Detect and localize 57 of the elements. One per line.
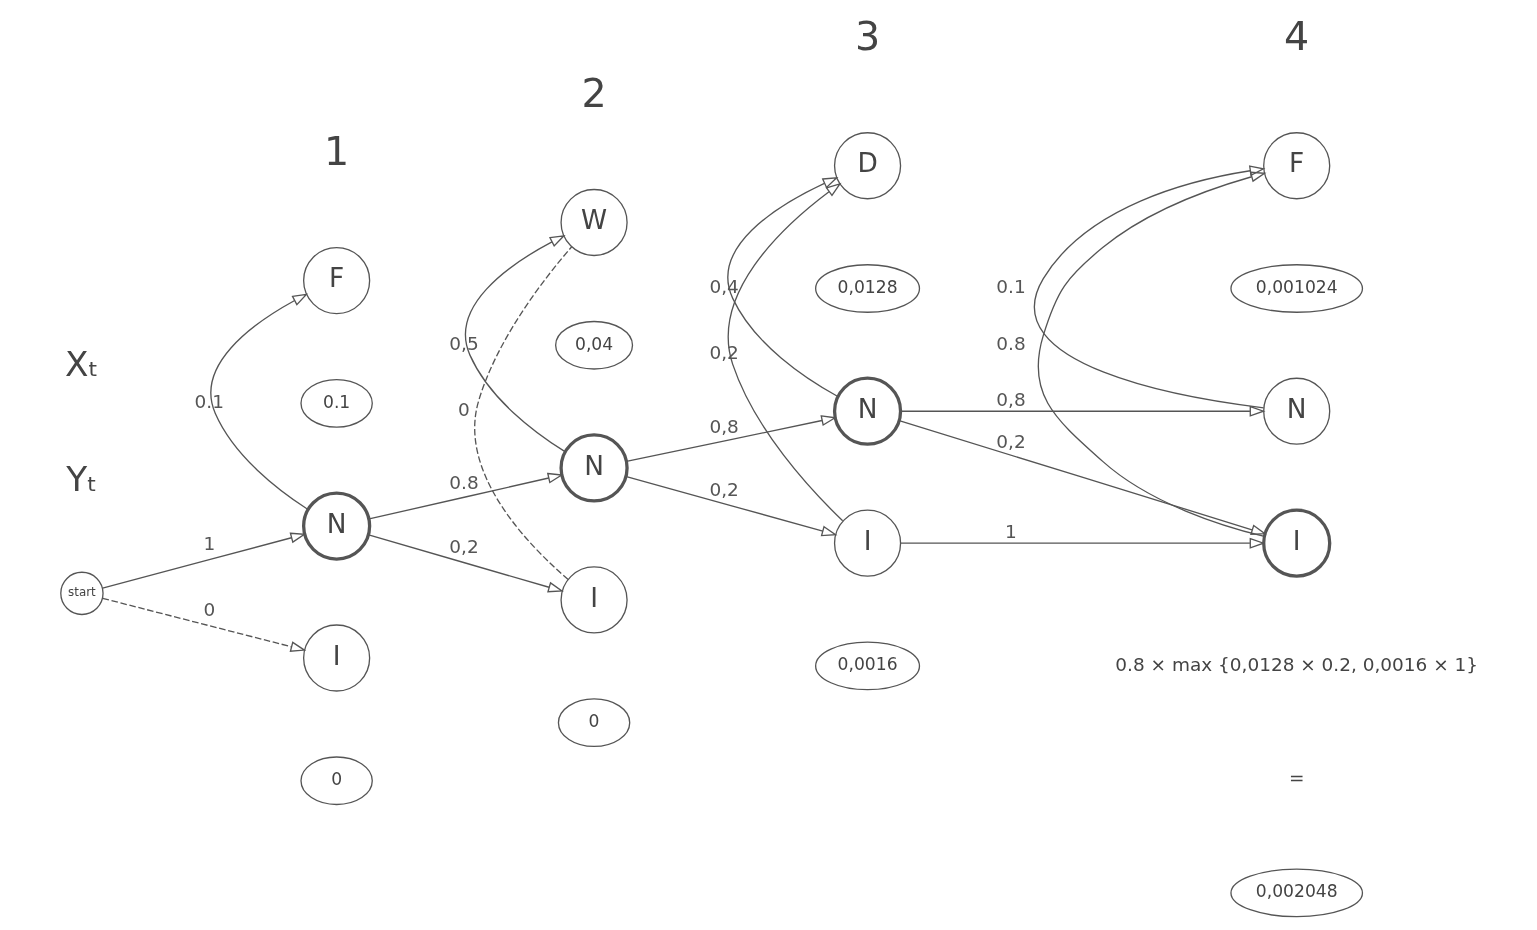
edge-label: 1	[203, 533, 216, 555]
edge-label: 1	[1005, 521, 1017, 543]
arrow	[625, 475, 838, 537]
arrow	[210, 293, 309, 510]
edge-label: 0,2	[449, 535, 479, 557]
node-circle: N	[559, 433, 629, 503]
edge-label: 0,8	[996, 389, 1026, 411]
arrow	[368, 472, 564, 520]
arrow	[464, 234, 566, 453]
node-ellipse: 0	[300, 756, 373, 806]
label: 0.8 × max {0,0128 × 0.2, 0,0016 × 1}	[1115, 653, 1479, 675]
edge-label: 0	[203, 599, 216, 621]
arrow	[727, 182, 844, 522]
label: 1	[324, 128, 350, 175]
edge-label: 0.1	[996, 276, 1026, 298]
arrow	[727, 177, 839, 398]
node-ellipse: 0,002048	[1230, 868, 1364, 918]
node-ellipse: 0	[557, 698, 631, 748]
node-ellipse: 0,0016	[815, 641, 921, 691]
arrow	[101, 532, 307, 589]
edge-label: 0,2	[996, 431, 1026, 453]
label: 3	[854, 13, 881, 60]
node-circle: I	[1262, 508, 1332, 578]
connector	[474, 246, 573, 581]
node-ellipse: 0,001024	[1230, 264, 1364, 313]
node-circle: N	[302, 491, 372, 561]
node-ellipse: 0,0128	[815, 264, 921, 313]
edge-label: 0	[458, 399, 470, 421]
node-circle: W	[560, 188, 628, 257]
arrow	[1037, 171, 1267, 538]
node-circle: N	[1263, 377, 1331, 445]
node-circle: F	[1263, 132, 1331, 200]
arrow	[625, 415, 838, 463]
node-circle: I	[833, 509, 902, 577]
arrow	[101, 597, 307, 652]
label: Yₜ	[66, 458, 98, 499]
label: Xₜ	[65, 343, 99, 384]
label: 2	[581, 70, 607, 116]
label: 4	[1284, 13, 1310, 60]
edge-label: 0,8	[709, 415, 739, 437]
arrow	[899, 537, 1266, 549]
arrow	[899, 405, 1266, 417]
node-circle: N	[832, 376, 903, 446]
node-circle: I	[302, 624, 371, 692]
node-circle: start	[60, 571, 104, 616]
arrow	[1034, 165, 1266, 409]
edge-label: 0.8	[996, 333, 1026, 355]
node-ellipse: 0,04	[555, 320, 634, 370]
arrow	[368, 534, 564, 593]
node-circle: F	[302, 246, 371, 315]
label: =	[1288, 767, 1305, 789]
edge-label: 0.8	[449, 472, 479, 494]
node-ellipse: 0.1	[300, 378, 373, 428]
arrow	[898, 419, 1267, 535]
edge-label: 0,2	[709, 478, 739, 500]
node-circle: D	[833, 132, 902, 200]
node-circle: I	[560, 566, 628, 634]
